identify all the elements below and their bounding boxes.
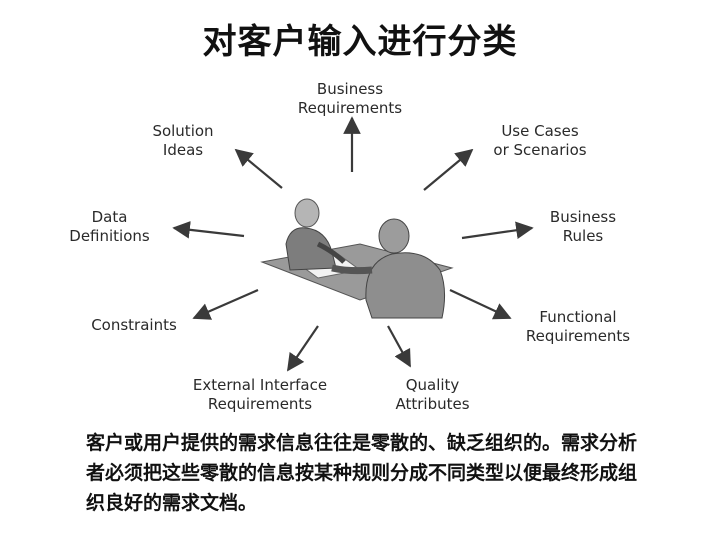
node-label-line: Rules: [562, 227, 604, 245]
arrow-to-constraints: [192, 288, 259, 320]
person-right-head: [378, 218, 410, 254]
arrow-to-functional-requirements: [449, 289, 512, 320]
node-label-line: Business: [316, 80, 384, 98]
node-external-interface: External Interface Requirements: [170, 376, 350, 414]
person-left-arm: [316, 241, 346, 264]
node-label-line: Ideas: [162, 141, 204, 159]
node-label-line: Data: [91, 208, 128, 226]
slide-title: 对客户输入进行分类: [202, 22, 518, 62]
arrow-to-external-interface: [287, 325, 319, 372]
person-right-arm: [331, 264, 373, 275]
node-label-line: External Interface: [192, 376, 328, 394]
meeting-illustration: [260, 198, 454, 319]
arrow-to-business-rules: [461, 221, 534, 240]
node-label-line: Use Cases: [501, 122, 579, 140]
node-label-line: Business: [549, 208, 617, 226]
node-label-line: or Scenarios: [493, 141, 587, 159]
arrow-to-quality-attributes: [387, 325, 411, 368]
node-functional-requirements: Functional Requirements: [508, 308, 648, 346]
node-data-definitions: Data Definitions: [52, 208, 167, 246]
node-label-line: Attributes: [395, 395, 470, 413]
node-label-line: Requirements: [525, 327, 631, 345]
node-label-line: Quality: [405, 376, 460, 394]
person-left-head: [294, 198, 320, 228]
node-business-rules: Business Rules: [528, 208, 638, 246]
node-label-line: Constraints: [91, 316, 177, 334]
node-constraints: Constraints: [74, 316, 194, 335]
node-label-line: Solution: [152, 122, 214, 140]
node-solution-ideas: Solution Ideas: [138, 122, 228, 160]
person-right-body: [365, 252, 446, 319]
arrow-to-data-definitions: [172, 221, 245, 239]
node-business-requirements: Business Requirements: [280, 80, 420, 118]
caption-text: 客户或用户提供的需求信息往往是零散的、缺乏组织的。需求分析者必须把这些零散的信息…: [86, 432, 638, 514]
arrow-to-solution-ideas: [234, 148, 283, 189]
node-use-cases: Use Cases or Scenarios: [470, 122, 610, 160]
node-quality-attributes: Quality Attributes: [380, 376, 485, 414]
node-label-line: Requirements: [297, 99, 403, 117]
node-label-line: Definitions: [69, 227, 150, 245]
node-label-line: Requirements: [207, 395, 313, 413]
arrow-to-use-cases: [423, 148, 474, 191]
node-label-line: Functional: [539, 308, 617, 326]
